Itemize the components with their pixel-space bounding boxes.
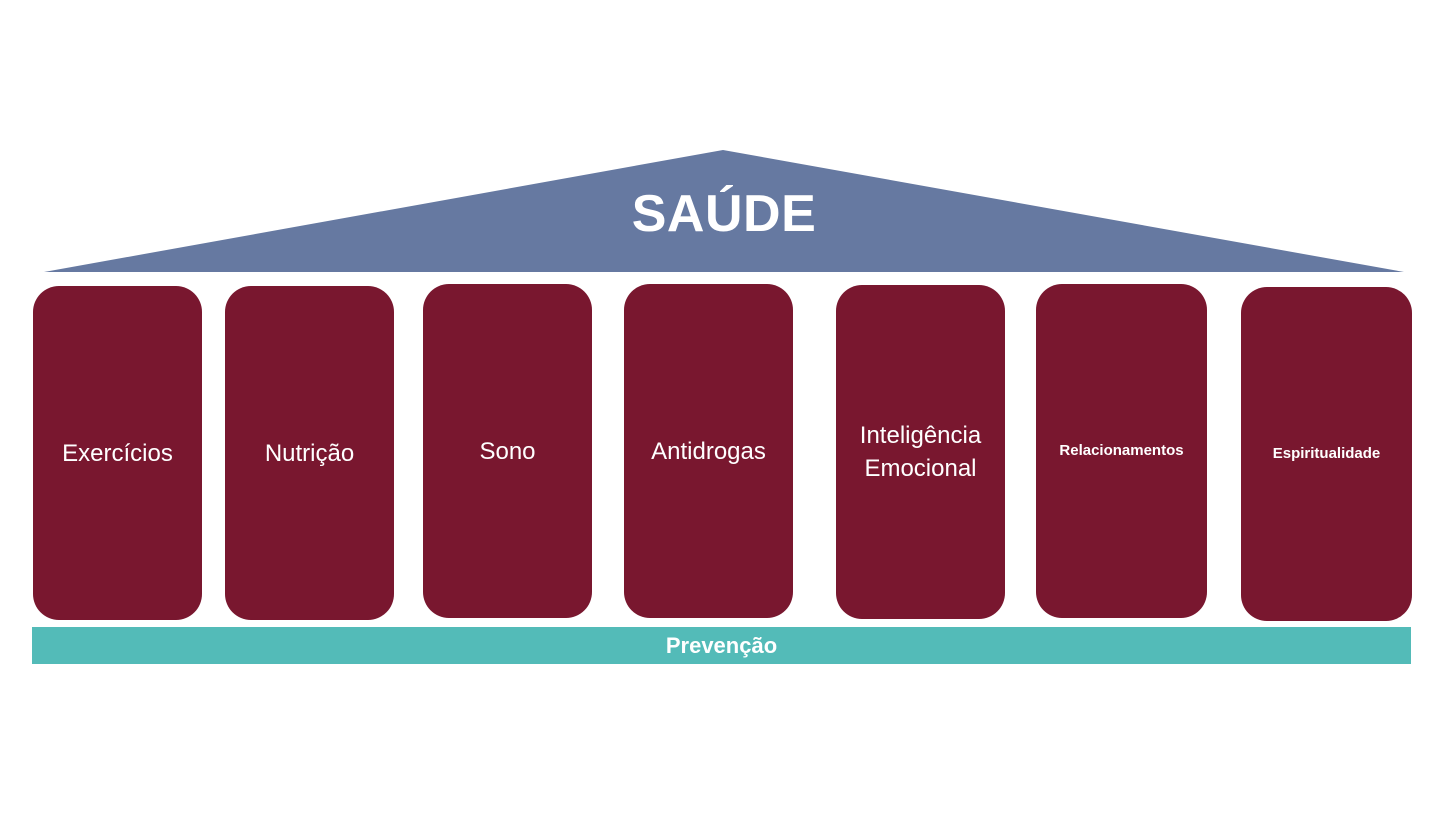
pillar-espiritualidade: Espiritualidade bbox=[1241, 287, 1412, 621]
pillar-inteligencia-emocional: Inteligência Emocional bbox=[836, 285, 1005, 619]
pillar-label: Nutrição bbox=[264, 439, 355, 467]
pillar-sono: Sono bbox=[423, 284, 592, 618]
pillar-nutricao: Nutrição bbox=[225, 286, 394, 620]
pillar-label: Inteligência Emocional bbox=[859, 422, 982, 482]
roof-shape bbox=[44, 150, 1404, 272]
base-bar: Prevenção bbox=[32, 627, 1411, 664]
roof-title: SAÚDE bbox=[631, 185, 817, 243]
pillar-relacionamentos: Relacionamentos bbox=[1036, 284, 1207, 618]
pillar-exercicios: Exercícios bbox=[33, 286, 202, 620]
pillar-label: Relacionamentos bbox=[1059, 442, 1184, 459]
base-label: Prevenção bbox=[665, 633, 778, 658]
pillar-label: Sono bbox=[479, 437, 536, 465]
pillar-label: Exercícios bbox=[62, 439, 173, 467]
pillar-label: Espiritualidade bbox=[1272, 445, 1381, 462]
pillar-antidrogas: Antidrogas bbox=[624, 284, 793, 618]
pillar-label: Antidrogas bbox=[651, 437, 766, 465]
